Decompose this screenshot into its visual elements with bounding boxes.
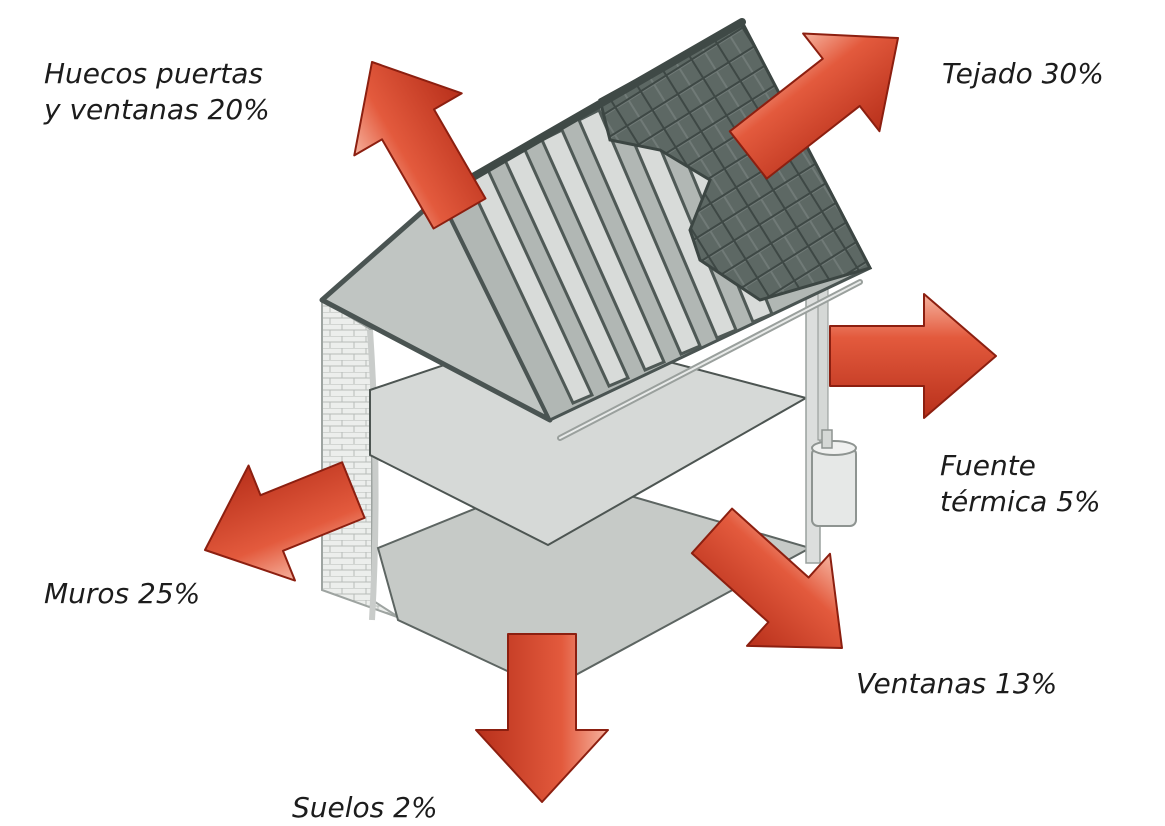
heat-source-arrow [829,293,997,419]
label-openings-line-2: y ventanas 20% [44,93,270,126]
roof-rafters [466,67,774,405]
label-heat-source: Fuente térmica 5% [940,448,1101,520]
label-floors: Suelos 2% [292,791,438,824]
label-walls: Muros 25% [44,577,201,610]
heat-arrows [204,32,997,803]
roof-ridge [436,18,746,200]
label-openings: Huecos puertas y ventanas 20% [44,56,270,128]
roof-arrow [728,32,899,180]
house [319,18,873,692]
windows-arrow [690,507,843,649]
label-openings-line-1: Huecos puertas [44,57,264,90]
heat-source-tank [811,429,857,527]
wall-edge [367,329,379,621]
brick-wall [321,298,401,619]
floors-arrow [475,633,609,803]
walls-arrow [204,461,366,582]
label-roof: Tejado 30% [942,57,1104,90]
openings-arrow [353,61,487,230]
label-heat-source-line-2: térmica 5% [940,485,1101,518]
label-heat-source-line-1: Fuente [940,449,1036,482]
label-windows: Ventanas 13% [856,667,1058,700]
